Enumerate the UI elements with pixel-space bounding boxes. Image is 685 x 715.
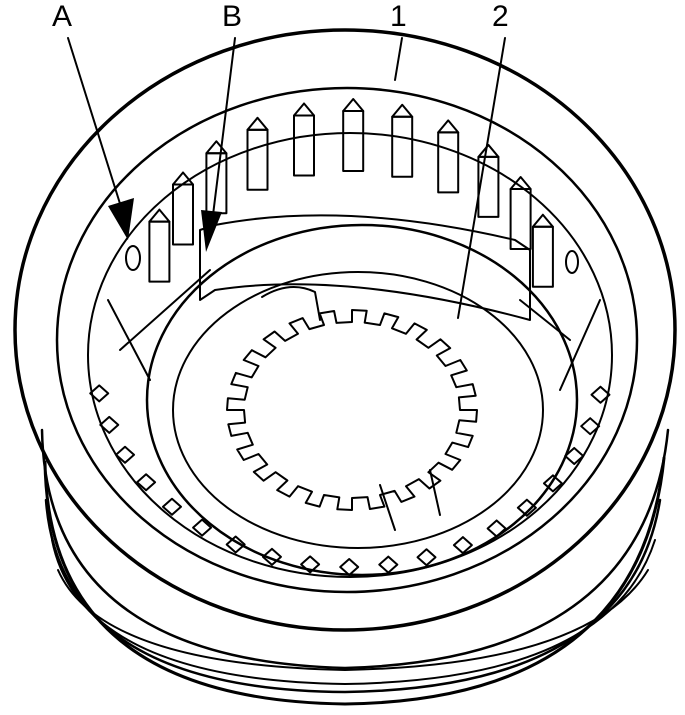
slot-cap [531,213,554,228]
ring-tooth [416,548,437,567]
slot-cap [172,171,195,186]
detent-hole [125,245,141,271]
ring-tooth [542,474,563,493]
slot-cap [246,116,269,131]
ring-tooth [99,415,120,434]
ring-tooth [564,446,585,465]
ring-slot [531,225,554,288]
ring-slot [246,128,269,191]
callout-2: 2 [492,0,509,33]
hub-face [145,223,579,577]
hub-collar-edge [107,269,601,391]
ring-slot [437,131,460,194]
sleeve-groove [40,428,670,670]
ring-tooth [378,555,399,574]
sleeve-bore [87,132,613,578]
slot-cap [391,103,414,118]
leader-a [67,37,123,211]
sleeve-groove [43,456,666,706]
leader-b [212,37,236,216]
slot-cap [477,143,500,158]
callout-a: A [52,0,73,33]
slot-cap [437,119,460,134]
ring-slot [148,220,171,283]
keyway-line [379,469,441,531]
ring-tooth [192,518,213,537]
ring-tooth [452,536,473,555]
sleeve-groove [44,498,662,694]
hub-face-inner [172,271,544,549]
detent-hole [565,250,579,274]
sleeve-groove [57,569,649,671]
slot-cap [205,140,228,155]
ring-tooth [580,417,601,436]
ring-slots [148,98,554,288]
ring-slot [391,115,414,178]
leader-1 [394,37,403,81]
ring-tooth [300,555,321,574]
ring-tooth [590,385,611,404]
slot-cap [148,208,171,223]
callout-b: B [222,0,243,33]
ring-tooth [225,535,246,554]
hub-collar [199,214,531,321]
ring-tooth [516,498,537,517]
ring-tooth [161,497,182,516]
keyway-line [261,286,321,321]
outer-ring-teeth [89,384,611,576]
ring-tooth [136,473,157,492]
ring-slot [172,183,194,246]
arrow-b [201,210,222,252]
arrow-a [108,198,134,240]
spline-bore [226,309,478,511]
spline-tooth-profile [226,309,478,511]
ring-tooth [89,384,110,403]
ring-tooth [115,445,136,464]
slot-cap [293,102,316,117]
leader-2 [457,37,506,319]
slot-cap [342,98,365,113]
sleeve-inner-rim [55,86,639,594]
callout-1: 1 [390,0,407,33]
ring-tooth [339,557,360,576]
ring-tooth [261,547,282,566]
sleeve-rim [13,28,677,632]
ring-slot [342,110,365,172]
ring-slot [293,114,315,177]
ring-tooth [486,519,507,538]
slot-cap [509,176,532,191]
